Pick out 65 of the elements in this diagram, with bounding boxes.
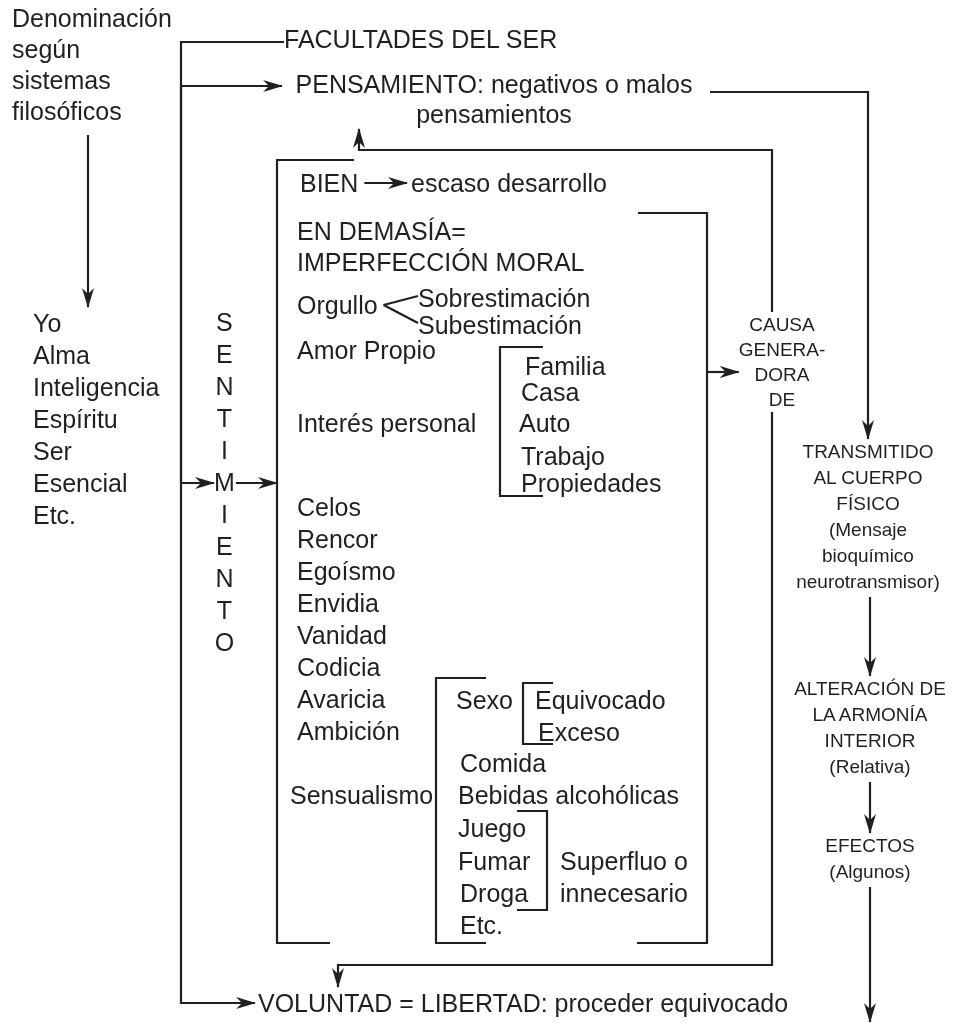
concept-text: escaso desarrollo	[411, 167, 607, 199]
list-item: Superfluo o innecesario	[560, 846, 689, 909]
heading-text: EFECTOS	[824, 834, 916, 858]
list-item: Comida	[460, 750, 547, 776]
list-item: Casa	[521, 379, 580, 405]
list-item: Etc.	[460, 912, 504, 938]
concept-text: Etc.	[33, 500, 78, 531]
vertical-text: SENTIMIENTO	[214, 306, 235, 658]
arrow	[364, 177, 408, 189]
arrow	[179, 483, 256, 1009]
concept-text: Esencial	[33, 468, 129, 499]
list-item: Amor Propio	[297, 337, 436, 363]
arrow	[707, 366, 740, 378]
arrow	[235, 477, 278, 489]
heading-text: ALTERACIÓN DE LA ARMONÍA INTERIOR	[793, 677, 947, 753]
list-item: Rencor	[297, 526, 378, 552]
list-item: Auto	[519, 410, 571, 436]
concept-text: Espíritu	[33, 404, 119, 435]
list-item: Codicia	[297, 654, 381, 680]
concept-text: Orgullo	[297, 289, 378, 321]
concept-text: (Relativa)	[828, 755, 912, 779]
concept-text: (Algunos)	[828, 860, 912, 884]
concept-text: BIEN	[300, 167, 359, 199]
concept-text: PENSAMIENTO: negativos o malos pensamientos	[284, 69, 704, 129]
arrow	[864, 887, 876, 1023]
list-item: Interés personal	[297, 410, 477, 436]
list-item: Exceso	[538, 719, 620, 745]
connector-line	[383, 304, 419, 324]
concept-text: Subestimación	[418, 312, 582, 338]
concept-text: VOLUNTAD = LIBERTAD: proceder equivocado	[258, 987, 789, 1019]
concept-text: Denominación según sistemas filosóficos	[12, 3, 172, 127]
list-item: Ambición	[297, 718, 400, 744]
heading-text: TRANSMITIDO AL CUERPO FÍSICO	[801, 440, 935, 516]
concept-text: Ser	[33, 436, 73, 467]
list-item: Sensualismo	[290, 782, 434, 808]
list-item: Celos	[297, 494, 361, 520]
list-item: Vanidad	[297, 622, 387, 648]
connector-line	[383, 294, 419, 307]
arrow	[710, 90, 874, 440]
arrow	[82, 135, 94, 308]
arrow	[353, 128, 774, 312]
concept-text: Sobrestimación	[418, 285, 591, 311]
list-item: Sexo	[456, 687, 513, 713]
list-item: Droga	[460, 880, 529, 906]
arrow	[181, 477, 215, 489]
list-item: Juego	[458, 815, 527, 841]
concept-text: Inteligencia	[33, 372, 161, 403]
arrow	[864, 597, 876, 677]
list-item: Fumar	[458, 848, 531, 874]
list-item: Envidia	[297, 590, 379, 616]
list-item: Trabajo	[521, 443, 605, 469]
list-item: Equivocado	[535, 687, 666, 713]
concept-text: Alma	[33, 340, 91, 371]
concept-text: EN DEMASÍA= IMPERFECCIÓN MORAL	[297, 216, 607, 278]
list-item: Familia	[525, 353, 606, 379]
concept-text: CAUSA GENERA- DORA DE	[738, 312, 826, 412]
list-item: Bebidas alcohólicas	[458, 782, 679, 808]
concept-text: (Mensaje bioquímico neurotransmisor)	[795, 518, 941, 594]
list-item: Propiedades	[521, 470, 662, 496]
concept-text: Yo	[33, 308, 63, 339]
arrow	[864, 782, 876, 834]
list-item: Avaricia	[297, 686, 386, 712]
concept-text: FACULTADES DEL SER	[284, 23, 558, 55]
list-item: Egoísmo	[297, 558, 396, 584]
arrow	[332, 412, 774, 988]
